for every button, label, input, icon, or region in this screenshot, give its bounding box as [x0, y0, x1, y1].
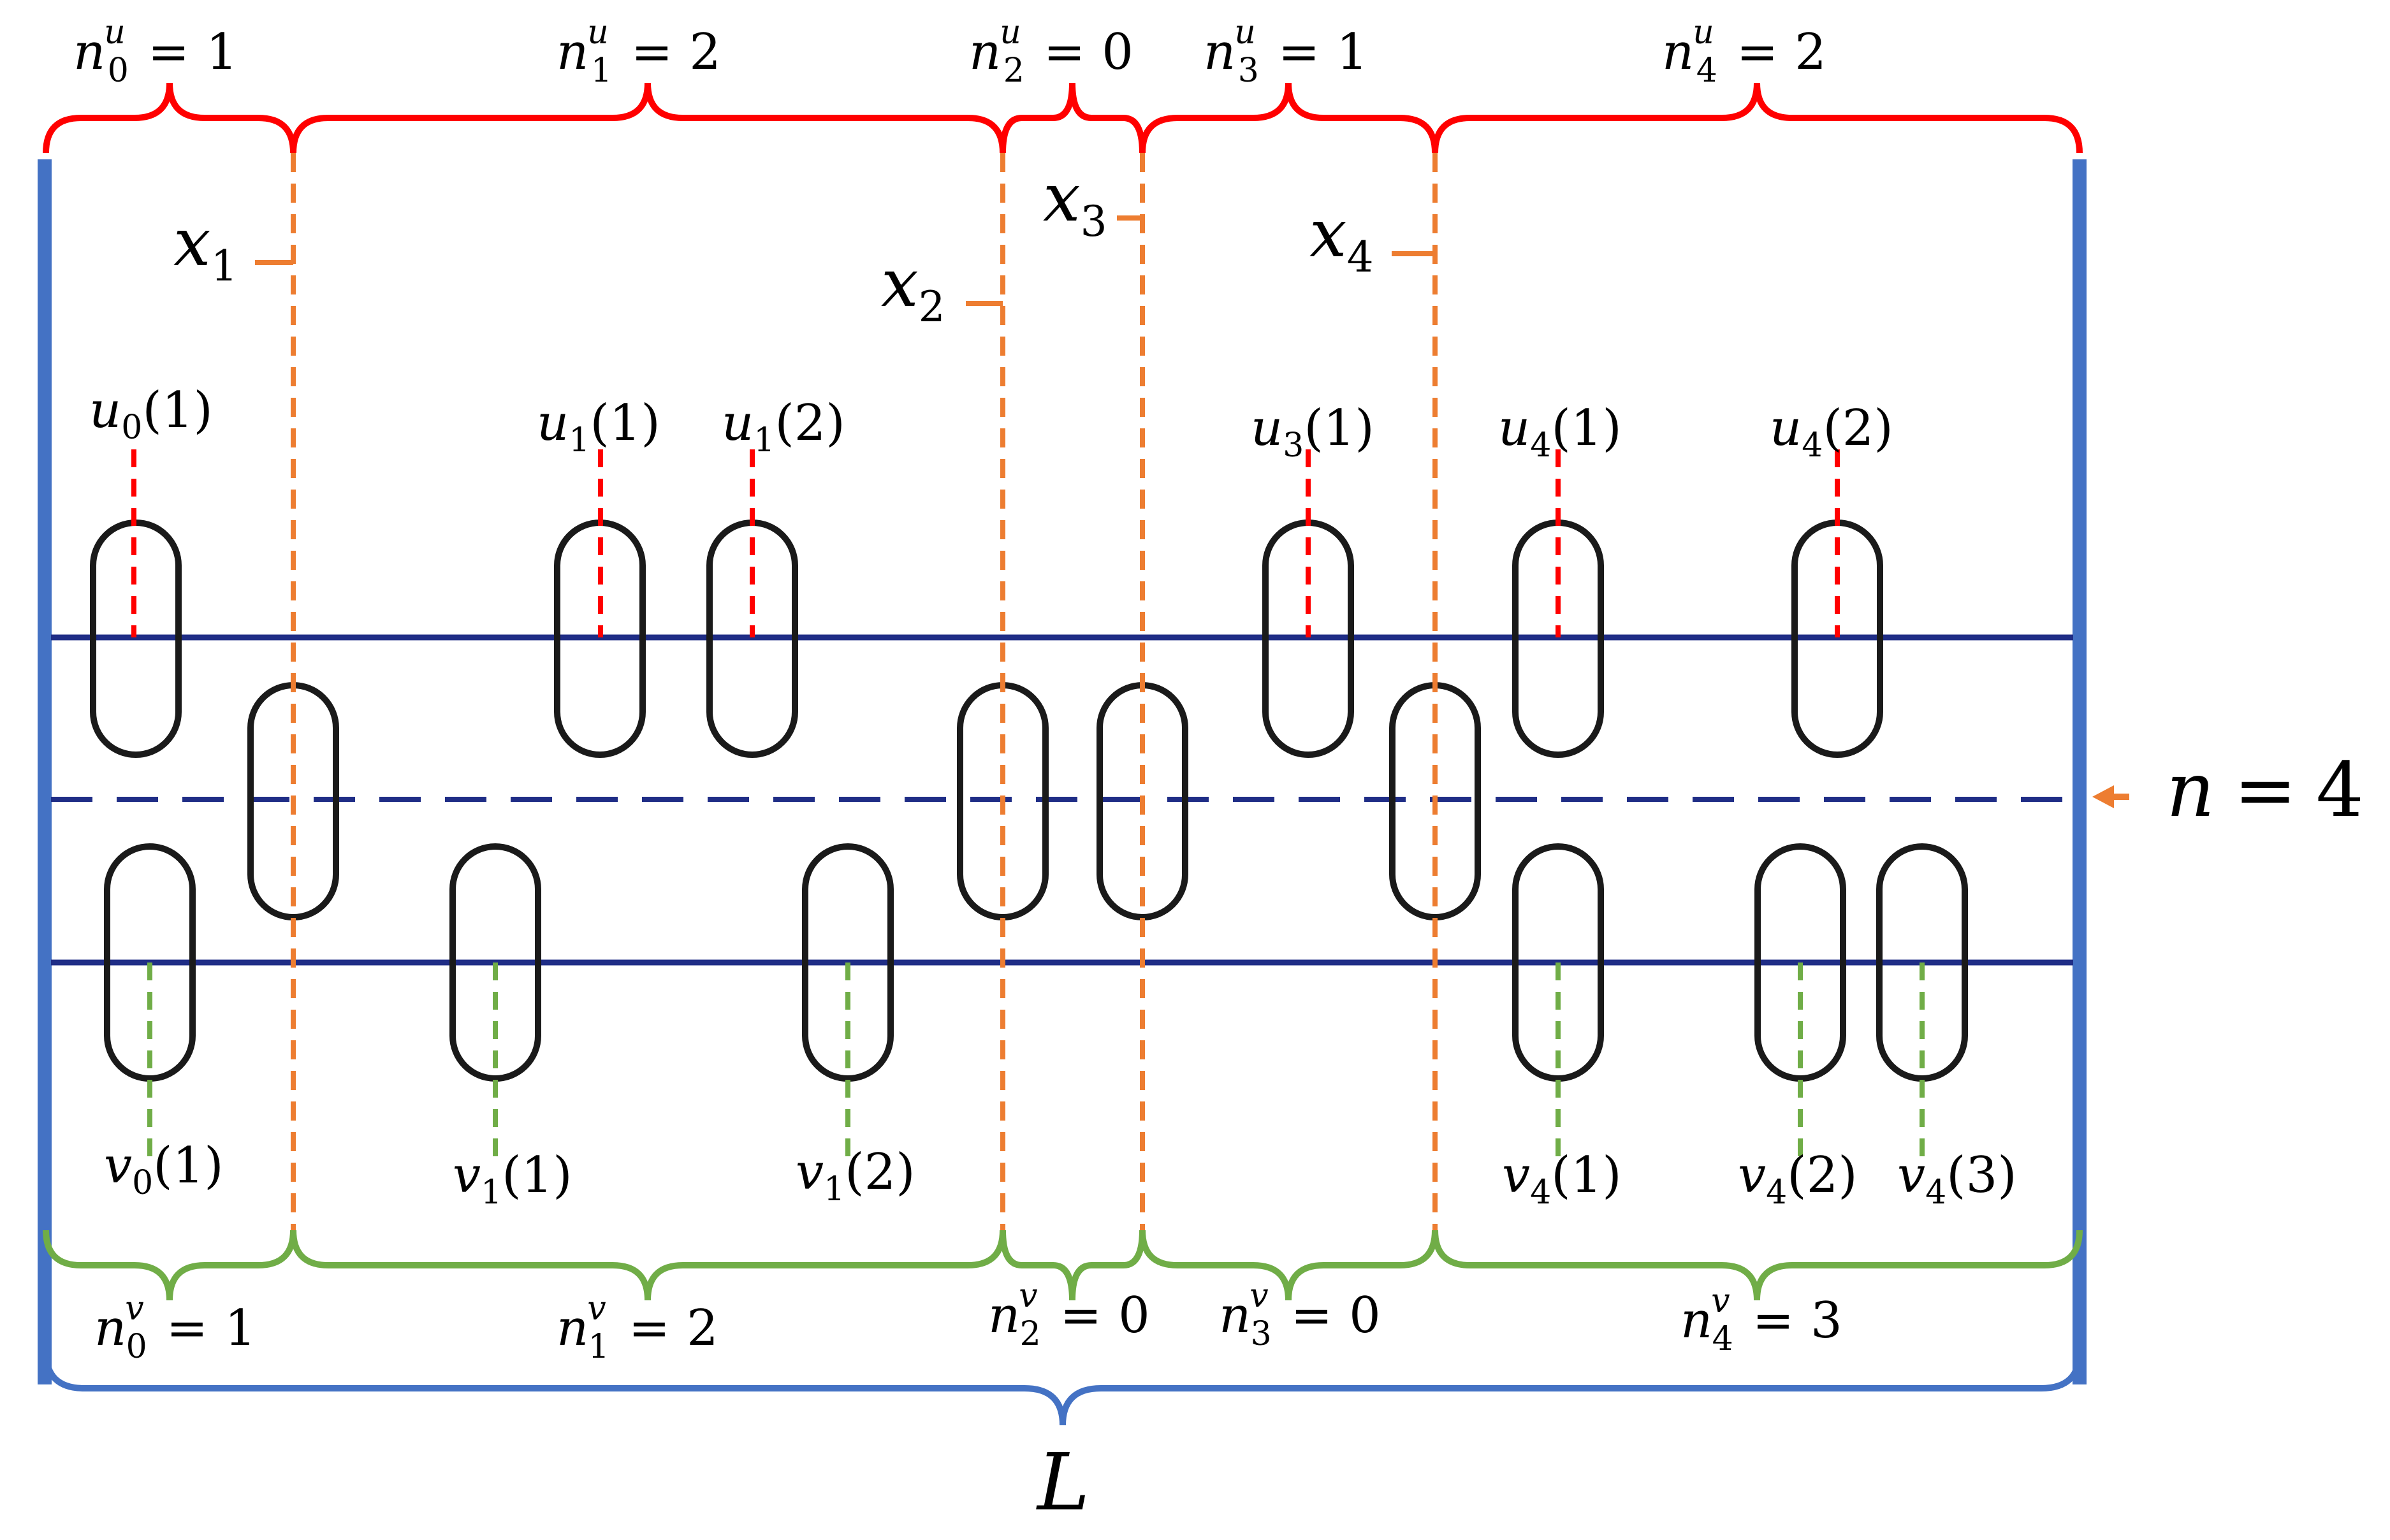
length-label: L [1036, 1437, 1089, 1529]
u-label: u4(1) [1498, 400, 1622, 465]
capsule-v1-2 [802, 843, 894, 1082]
u-label: u1(1) [537, 395, 660, 460]
capsule-v0-1 [104, 843, 196, 1082]
divider-label: x3 [1043, 159, 1107, 246]
divider-label: x2 [881, 244, 945, 331]
divider-lines [255, 153, 1438, 1233]
capsule-v4-1 [1512, 843, 1604, 1082]
v-label: v0(1) [104, 1137, 224, 1202]
v-markers [147, 962, 1925, 1160]
length-brace [43, 1351, 2083, 1426]
v-label: v4(2) [1738, 1147, 1858, 1212]
u-label: u1(2) [722, 395, 845, 460]
v-labels: v0(1) v1(1) v1(2) v4(1) v4(2) v4(3) [104, 1137, 2017, 1212]
u-labels: u0(1) u1(1) u1(2) u3(1) u4(1) u4(2) [89, 382, 1893, 465]
divider-label: x4 [1309, 194, 1374, 282]
upper-braces [43, 82, 2083, 154]
capsule-v4-3 [1876, 843, 1968, 1082]
n-label: n=4 [2166, 746, 2364, 834]
lower-braces [43, 1230, 2083, 1301]
divider-label: x1 [173, 203, 238, 291]
v-label: v1(2) [796, 1144, 915, 1209]
capsule-v4-2 [1754, 843, 1846, 1082]
u-label: u3(1) [1251, 400, 1374, 465]
capsules [90, 519, 1968, 1082]
divider-labels: x1 x2 x3 x4 [173, 159, 1374, 331]
u-label: u4(2) [1770, 400, 1893, 465]
v-label: v4(3) [1897, 1147, 2017, 1212]
capsule-v1-1 [449, 843, 541, 1082]
v-label: v4(1) [1502, 1147, 1622, 1212]
u-markers [131, 449, 1840, 637]
v-label: v1(1) [453, 1147, 572, 1212]
u-label: u0(1) [89, 382, 213, 447]
n-arrow-head [2092, 785, 2114, 808]
